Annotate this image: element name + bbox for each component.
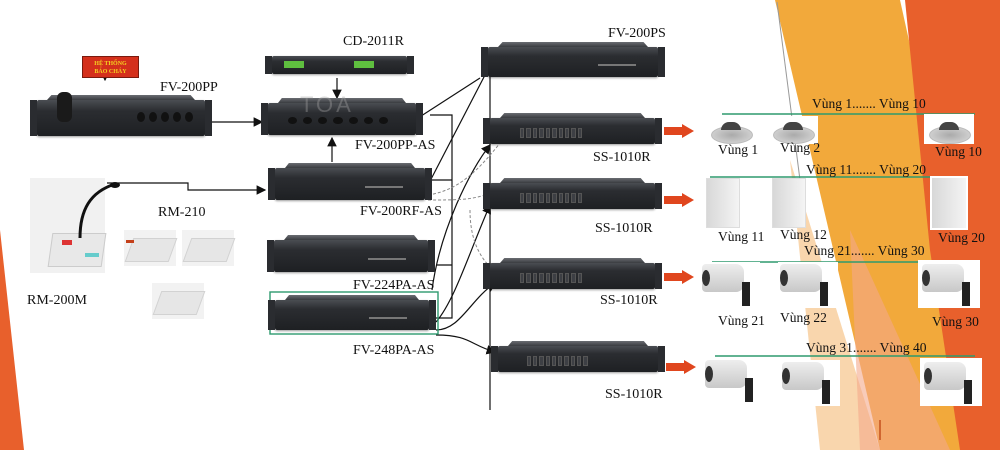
device-ss1010r-3 <box>483 258 662 289</box>
label-fv200pp-as: FV-200PP-AS <box>355 138 436 153</box>
horn-speaker-icon <box>920 358 982 406</box>
horn-speaker-icon <box>700 262 760 308</box>
device-ss1010r-1 <box>483 113 662 144</box>
horn-speaker-icon <box>778 262 838 308</box>
arrow-right-icon <box>664 270 694 284</box>
zone-label: Vùng 12 <box>780 227 827 242</box>
wall-speaker-icon <box>930 176 968 230</box>
device-cd2011r <box>265 56 414 74</box>
zone-label: Vùng 10 <box>935 144 982 159</box>
device-fv200pp <box>30 92 212 136</box>
arrow-right-icon <box>664 193 694 207</box>
device-fv224pa-as <box>267 235 435 272</box>
label-fv248pa-as: FV-248PA-AS <box>353 343 435 358</box>
zone-range-2: Vùng 11....... Vùng 20 <box>806 162 927 177</box>
arrow-right-icon <box>664 124 694 138</box>
arrow-right-icon <box>666 360 696 374</box>
zone-label: Vùng 30 <box>932 314 979 329</box>
label-rm200m: RM-200M <box>27 293 87 308</box>
device-fv200pp-as <box>261 98 423 135</box>
device-rm210-3 <box>152 283 206 319</box>
label-fv200ps: FV-200PS <box>608 26 666 41</box>
device-rm210-1 <box>124 230 178 266</box>
fire-alarm-box: HỆ THỐNG BÁO CHÁY <box>82 56 139 78</box>
zone-label: Vùng 20 <box>938 230 985 245</box>
zone-range-3: Vùng 21....... Vùng 30 <box>804 243 925 258</box>
zone-range-4: Vùng 31....... Vùng 40 <box>806 340 927 355</box>
label-ss1010r-4: SS-1010R <box>605 387 663 402</box>
zone-range-1: Vùng 1....... Vùng 10 <box>812 96 926 111</box>
device-fv200rf-as <box>268 163 432 200</box>
device-ss1010r-2 <box>483 178 662 209</box>
device-ss1010r-4 <box>491 341 665 372</box>
label-ss1010r-1: SS-1010R <box>593 150 651 165</box>
zone-label: Vùng 22 <box>780 310 827 325</box>
ceiling-speaker-icon <box>706 116 756 144</box>
microphone-icon <box>57 92 72 122</box>
ceiling-speaker-icon <box>924 114 974 144</box>
wall-speaker-icon <box>772 178 806 228</box>
zone-label: Vùng 21 <box>718 313 765 328</box>
horn-speaker-icon <box>918 260 980 308</box>
label-rm210: RM-210 <box>158 205 206 220</box>
ceiling-speaker-icon <box>768 116 818 144</box>
zone-label: Vùng 1 <box>718 142 759 157</box>
horn-speaker-icon <box>703 358 763 404</box>
label-ss1010r-3: SS-1010R <box>600 293 658 308</box>
label-cd2011r: CD-2011R <box>343 34 404 49</box>
zone-label: Vùng 2 <box>780 140 821 155</box>
label-ss1010r-2: SS-1010R <box>595 221 653 236</box>
device-fv200ps <box>481 42 665 77</box>
label-fv224pa-as: FV-224PA-AS <box>353 278 435 293</box>
label-fv200rf-as: FV-200RF-AS <box>360 204 442 219</box>
device-rm200m <box>30 178 120 273</box>
wall-speaker-icon <box>706 178 740 228</box>
device-fv248pa-as <box>268 295 436 330</box>
device-rm210-2 <box>182 230 236 266</box>
horn-speaker-icon <box>780 360 840 406</box>
zone-label: Vùng 11 <box>718 229 765 244</box>
left-orange-wedge <box>0 230 24 450</box>
label-fv200pp: FV-200PP <box>160 80 218 95</box>
toa-watermark: TOA <box>300 92 354 117</box>
